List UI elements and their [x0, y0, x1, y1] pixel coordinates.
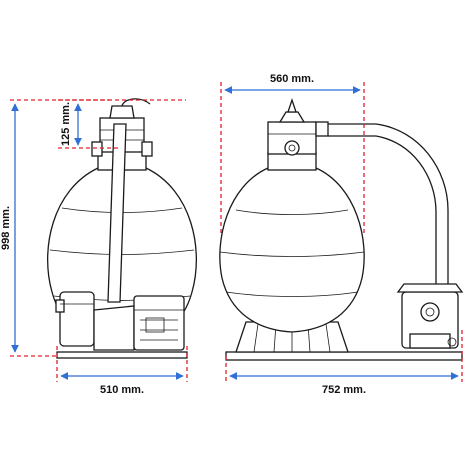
side-valve-knob	[278, 111, 306, 123]
front-strainer-pot	[59, 291, 95, 347]
side-valve-port	[284, 140, 300, 156]
front-valve-handle	[109, 105, 135, 119]
total-length-label: 752 mm.	[322, 384, 366, 396]
front-pump-housing	[93, 305, 135, 351]
side-pump-port	[420, 302, 440, 322]
front-valve-port-right	[141, 141, 153, 157]
side-hose	[328, 123, 449, 292]
dimension-overlay	[10, 82, 463, 382]
front-base-plate	[56, 351, 188, 359]
front-pump-motor	[133, 295, 185, 351]
front-width-label: 510 mm.	[100, 384, 144, 396]
side-tank-body	[219, 167, 365, 333]
side-view	[219, 97, 464, 361]
front-view	[46, 98, 198, 359]
front-hose	[107, 123, 127, 303]
valve-height-label: 125 mm.	[60, 102, 72, 146]
top-width-label: 560 mm.	[270, 73, 314, 85]
front-valve-port-left	[91, 141, 103, 157]
height-total-label: 998 mm.	[0, 206, 12, 250]
side-base-plate	[225, 351, 463, 361]
